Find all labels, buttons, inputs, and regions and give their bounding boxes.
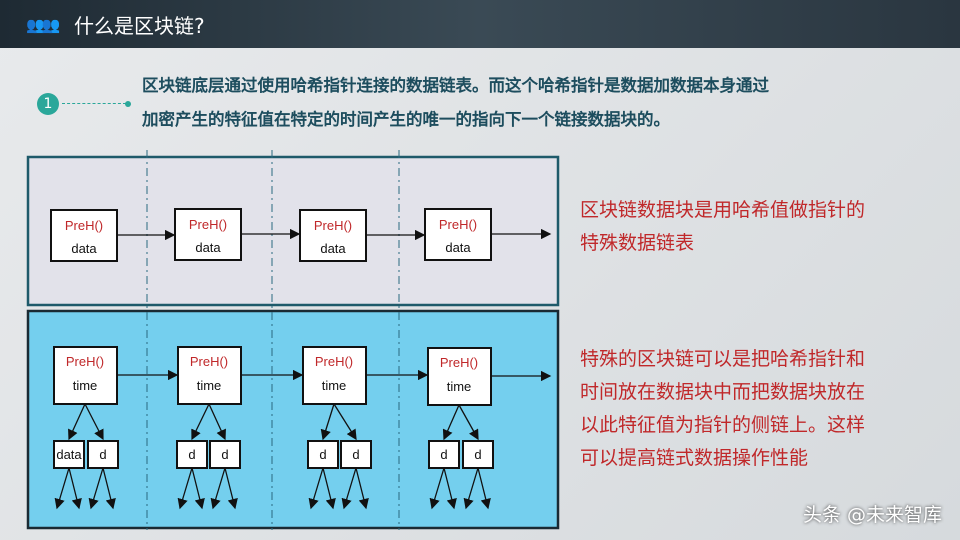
block-data: data bbox=[71, 241, 97, 256]
arrow bbox=[191, 467, 205, 510]
arrow bbox=[177, 467, 193, 510]
note-line: 区块链数据块是用哈希值做指针的 bbox=[580, 199, 866, 221]
side-block-label: d bbox=[221, 447, 228, 462]
arrow bbox=[54, 467, 70, 510]
side-block-label: d bbox=[188, 447, 195, 462]
note-line: 特殊数据链表 bbox=[580, 232, 695, 254]
arrow bbox=[191, 403, 210, 441]
side-block-label: d bbox=[440, 447, 447, 462]
arrow bbox=[102, 467, 116, 510]
bottom-note: 特殊的区块链可以是把哈希指针和 时间放在数据块中而把数据块放在 以此特征值为指针… bbox=[580, 343, 865, 475]
arrow bbox=[224, 467, 238, 510]
arrow bbox=[84, 403, 104, 441]
block-hash: PreH() bbox=[315, 354, 353, 369]
top-note: 区块链数据块是用哈希值做指针的 特殊数据链表 bbox=[580, 194, 865, 260]
block-time: time bbox=[197, 378, 222, 393]
block-box bbox=[302, 346, 367, 405]
arrow bbox=[208, 403, 226, 441]
note-line: 以此特征值为指针的侧链上。这样 bbox=[580, 414, 866, 436]
block-time: time bbox=[73, 378, 98, 393]
side-block-label: d bbox=[319, 447, 326, 462]
arrow bbox=[68, 403, 86, 441]
block-time: time bbox=[322, 378, 347, 393]
intro-line-1: 区块链底层通过使用哈希指针连接的数据链表。而这个哈希指针是数据加数据本身通过 bbox=[142, 76, 769, 95]
connector-line bbox=[62, 103, 126, 104]
side-block-box bbox=[53, 440, 85, 469]
watermark: 头条 @未来智库 bbox=[802, 504, 942, 526]
block-box bbox=[174, 208, 242, 261]
connector-dot bbox=[125, 101, 131, 107]
arrow bbox=[429, 467, 445, 510]
block-hash: PreH() bbox=[189, 217, 227, 232]
arrow bbox=[88, 467, 104, 510]
side-block-label: d bbox=[474, 447, 481, 462]
note-line: 可以提高链式数据操作性能 bbox=[580, 447, 809, 469]
side-block-label: d bbox=[99, 447, 106, 462]
block-hash: PreH() bbox=[440, 355, 478, 370]
arrow bbox=[355, 467, 369, 510]
arrow bbox=[458, 404, 479, 441]
arrow bbox=[308, 467, 324, 510]
arrow bbox=[341, 467, 357, 510]
header-bar: 👥👥 什么是区块链? bbox=[0, 0, 960, 48]
block-time: time bbox=[447, 379, 472, 394]
block-hash: PreH() bbox=[65, 218, 103, 233]
note-line: 特殊的区块链可以是把哈希指针和 bbox=[580, 348, 866, 370]
block-hash: PreH() bbox=[314, 218, 352, 233]
arrow bbox=[463, 467, 479, 510]
arrow bbox=[442, 404, 460, 441]
arrow bbox=[322, 467, 336, 510]
side-block-label: data bbox=[56, 447, 82, 462]
block-box bbox=[299, 209, 367, 262]
block-box bbox=[424, 208, 492, 261]
side-block-box bbox=[209, 440, 241, 469]
side-block-label: d bbox=[352, 447, 359, 462]
arrow bbox=[210, 467, 226, 510]
block-hash: PreH() bbox=[66, 354, 104, 369]
block-hash: PreH() bbox=[190, 354, 228, 369]
arrow bbox=[68, 467, 82, 510]
side-block-box bbox=[340, 440, 372, 469]
side-block-box bbox=[462, 440, 494, 469]
intro-line-2: 加密产生的特征值在特定的时间产生的唯一的指向下一个链接数据块的。 bbox=[142, 110, 670, 129]
block-hash: PreH() bbox=[439, 217, 477, 232]
step-badge: 1 bbox=[37, 93, 59, 115]
page-title: 什么是区块链? bbox=[74, 14, 205, 38]
block-data: data bbox=[320, 241, 346, 256]
bottom-chain-panel bbox=[26, 309, 560, 530]
block-data: data bbox=[445, 240, 471, 255]
arrow bbox=[333, 403, 357, 441]
arrow bbox=[477, 467, 491, 510]
side-block-box bbox=[176, 440, 208, 469]
arrow bbox=[443, 467, 457, 510]
arrow bbox=[320, 403, 335, 441]
people-icon: 👥👥 bbox=[26, 16, 60, 34]
block-data: data bbox=[195, 240, 221, 255]
note-line: 时间放在数据块中而把数据块放在 bbox=[580, 381, 866, 403]
